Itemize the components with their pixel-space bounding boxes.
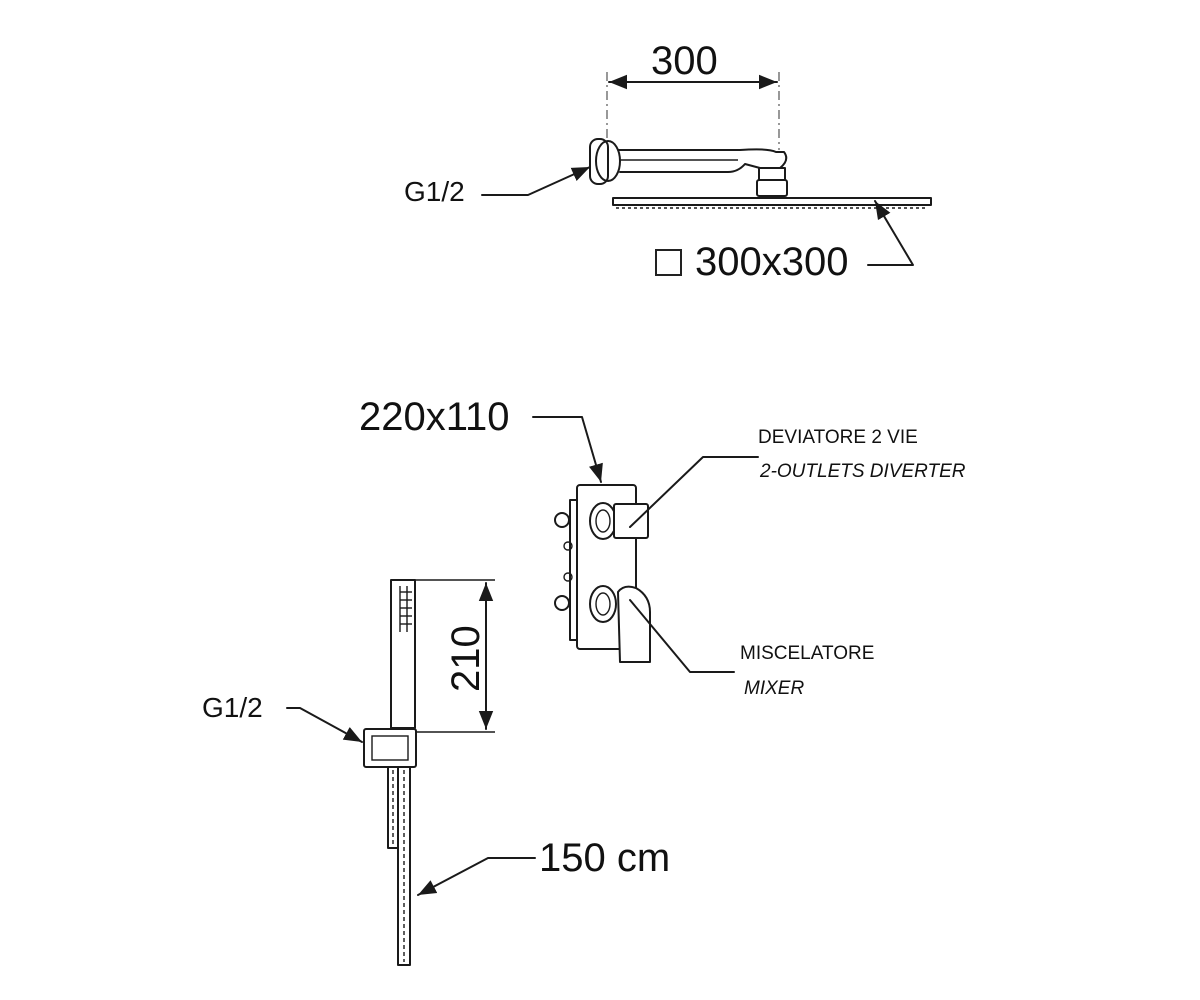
- plate-size-label: 220x110: [359, 395, 510, 439]
- diverter-label-it: DEVIATORE 2 VIE: [758, 427, 918, 448]
- head-thread-label: G1/2: [404, 176, 465, 207]
- head-size-label: 300x300: [695, 240, 849, 284]
- hand-shower-drawing: [286, 579, 536, 966]
- mixer-plate-drawing: [532, 416, 759, 673]
- hand-shower-height-dimension: 210: [444, 625, 488, 692]
- diverter-label-en: 2-OUTLETS DIVERTER: [760, 461, 966, 482]
- hand-thread-label: G1/2: [202, 692, 263, 723]
- mixer-label-en: MIXER: [744, 678, 805, 699]
- mixer-label-it: MISCELATORE: [740, 643, 875, 664]
- hose-length-label: 150 cm: [539, 836, 671, 880]
- arm-length-dimension: 300: [651, 39, 718, 83]
- shower-arm-drawing: [481, 72, 932, 266]
- square-symbol-icon: [655, 249, 682, 276]
